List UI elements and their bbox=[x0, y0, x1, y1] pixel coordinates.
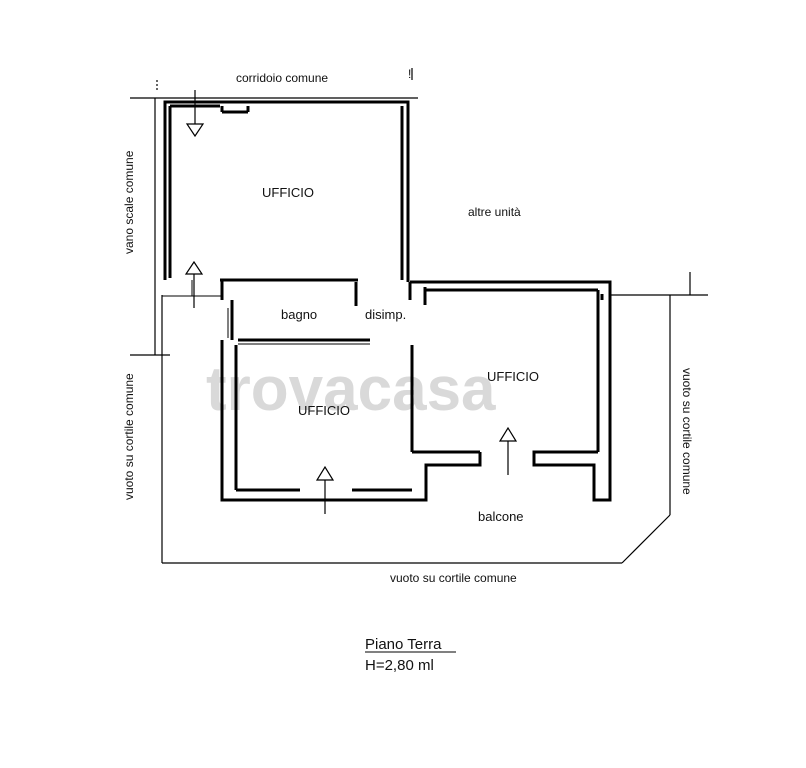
arrow-up-icon bbox=[315, 465, 335, 514]
arrow-down-icon bbox=[185, 90, 205, 138]
arrow-up-icon bbox=[184, 260, 204, 308]
room-label-bagno: bagno bbox=[281, 307, 317, 322]
room-label-balcone: balcone bbox=[478, 509, 524, 524]
outer-perimeter bbox=[130, 68, 708, 564]
arrow-up-icon bbox=[498, 426, 518, 475]
label-marker: ! bbox=[408, 67, 411, 81]
watermark: trovacasa bbox=[206, 355, 496, 424]
label-altre-unita: altre unità bbox=[468, 205, 521, 219]
door-arrows bbox=[184, 90, 518, 514]
label-vuoto-bottom: vuoto su cortile comune bbox=[390, 571, 517, 585]
label-corridoio: corridoio comune bbox=[236, 71, 328, 85]
room-label-ufficio-bottom: UFFICIO bbox=[298, 403, 350, 418]
label-vuoto-left: vuoto su cortile comune bbox=[122, 373, 136, 500]
caption-height: H=2,80 ml bbox=[365, 657, 434, 674]
label-vano-scale: vano scale comune bbox=[122, 150, 136, 254]
walls bbox=[163, 100, 612, 502]
room-label-ufficio-right: UFFICIO bbox=[487, 369, 539, 384]
partitions bbox=[162, 280, 370, 345]
label-vuoto-right: vuoto su cortile comune bbox=[680, 368, 694, 495]
room-label-disimp: disimp. bbox=[365, 307, 406, 322]
room-label-ufficio-top: UFFICIO bbox=[262, 185, 314, 200]
caption-title: Piano Terra bbox=[365, 636, 442, 653]
